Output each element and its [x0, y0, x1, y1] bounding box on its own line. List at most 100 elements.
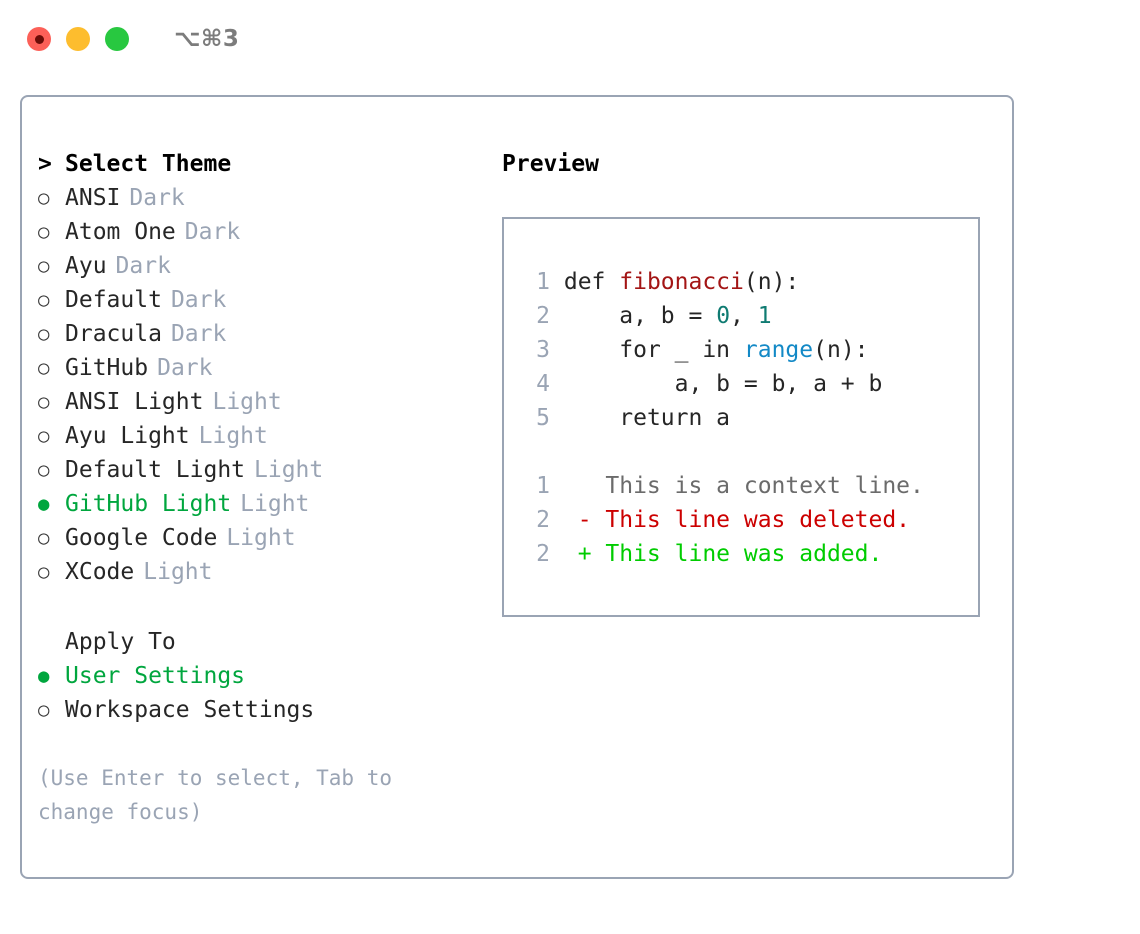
theme-list-item[interactable]: ○ Atom One Dark — [38, 215, 488, 249]
code-token-fn: fibonacci — [619, 269, 744, 295]
apply-to-label: User Settings — [65, 663, 246, 689]
apply-to-item[interactable]: ○ Workspace Settings — [38, 693, 488, 727]
theme-variant-badge: Dark — [184, 219, 241, 245]
theme-variant-badge: Dark — [170, 287, 227, 313]
code-gutter-space — [550, 337, 564, 363]
titlebar: ⌥⌘3 — [0, 0, 1140, 78]
window-controls — [27, 27, 129, 51]
section-spacer — [38, 589, 488, 625]
code-token-plain: (n): — [743, 269, 800, 295]
theme-variant-badge: Light — [143, 559, 213, 585]
radio-empty-icon: ○ — [38, 699, 50, 721]
theme-variant-badge: Dark — [129, 185, 185, 211]
code-line-number: 3 — [536, 337, 550, 363]
code-line: 4 a, b = b, a + b — [526, 367, 978, 401]
theme-name-label: GitHub — [65, 355, 149, 381]
preview-column: Preview 1 def fibonacci(n):2 a, b = 0, 1… — [502, 147, 992, 617]
code-token-plain: , — [730, 303, 758, 329]
code-token-plain: return a — [563, 405, 731, 431]
theme-name-label: Default — [65, 287, 162, 313]
keyboard-hint-text: (Use Enter to select, Tab to change focu… — [38, 766, 393, 824]
theme-variant-badge: Dark — [157, 355, 213, 381]
theme-list-item[interactable]: ○ ANSI Light Light — [38, 385, 488, 419]
code-token-plain: (n): — [813, 337, 869, 363]
maximize-button[interactable] — [105, 27, 129, 51]
radio-empty-icon: ○ — [38, 391, 50, 413]
code-gutter-space — [550, 371, 564, 397]
code-diff-spacer — [526, 435, 978, 469]
code-line: 3 for _ in range(n): — [526, 333, 978, 367]
minimize-button[interactable] — [66, 27, 90, 51]
theme-name-label: ANSI Light — [65, 389, 204, 415]
code-gutter-space — [550, 269, 564, 295]
theme-name-label: GitHub Light — [65, 491, 232, 517]
diff-line-number: 2 — [536, 541, 550, 567]
diff-line-text: This is a context line. — [550, 473, 924, 499]
theme-name-label: Atom One — [65, 219, 176, 245]
theme-list-item[interactable]: ● GitHub Light Light — [38, 487, 488, 521]
titlebar-shortcut-label: ⌥⌘3 — [174, 26, 240, 52]
theme-name-label: Ayu — [65, 253, 107, 279]
apply-to-item[interactable]: ● User Settings — [38, 659, 488, 693]
theme-variant-badge: Light — [198, 423, 268, 449]
apply-to-label: Workspace Settings — [65, 697, 315, 723]
code-token-num: 1 — [757, 303, 772, 329]
close-button[interactable] — [27, 27, 51, 51]
code-line: 5 return a — [526, 401, 978, 435]
radio-empty-icon: ○ — [38, 357, 50, 379]
diff-line: 2 + This line was added. — [526, 537, 978, 571]
theme-list-item[interactable]: ○ Dracula Dark — [38, 317, 488, 351]
radio-empty-icon: ○ — [38, 323, 50, 345]
select-theme-header-label: Select Theme — [65, 151, 232, 177]
theme-variant-badge: Light — [240, 491, 310, 517]
code-line-number: 4 — [536, 371, 550, 397]
radio-empty-icon: ○ — [38, 425, 50, 447]
code-token-plain: a, b = — [563, 303, 717, 329]
diff-line-text: - This line was deleted. — [550, 507, 911, 533]
theme-name-label: Dracula — [65, 321, 162, 347]
radio-empty-icon: ○ — [38, 187, 50, 209]
radio-empty-icon: ○ — [38, 221, 50, 243]
diff-line-number: 1 — [536, 473, 550, 499]
code-token-call: range — [743, 337, 814, 363]
diff-line-number: 2 — [536, 507, 550, 533]
code-token-plain: a, b = b, a + b — [563, 371, 883, 397]
diff-line: 2 - This line was deleted. — [526, 503, 978, 537]
theme-name-label: Default Light — [65, 457, 246, 483]
code-gutter-space — [550, 303, 564, 329]
preview-title: Preview — [502, 151, 599, 177]
prompt-caret-icon: > — [38, 151, 52, 177]
radio-selected-icon: ● — [38, 665, 50, 687]
theme-list-item[interactable]: ○ GitHub Dark — [38, 351, 488, 385]
code-gutter-space — [550, 405, 564, 431]
theme-variant-badge: Dark — [115, 253, 171, 279]
theme-list-item[interactable]: ○ Ayu Dark — [38, 249, 488, 283]
radio-empty-icon: ○ — [38, 459, 50, 481]
code-line-number: 2 — [536, 303, 550, 329]
radio-empty-icon: ○ — [38, 255, 50, 277]
close-icon — [34, 34, 44, 44]
theme-variant-badge: Light — [212, 389, 282, 415]
radio-selected-icon: ● — [38, 493, 50, 515]
apply-to-header: Apply To — [65, 629, 176, 655]
theme-variant-badge: Dark — [170, 321, 227, 347]
code-line: 1 def fibonacci(n): — [526, 265, 978, 299]
theme-name-label: XCode — [65, 559, 135, 585]
theme-variant-badge: Light — [226, 525, 296, 551]
radio-empty-icon: ○ — [38, 289, 50, 311]
diff-line: 1 This is a context line. — [526, 469, 978, 503]
theme-list-item[interactable]: ○ Default Dark — [38, 283, 488, 317]
diff-sample: 1 This is a context line.2 - This line w… — [526, 469, 978, 571]
diff-line-text: + This line was added. — [550, 541, 883, 567]
